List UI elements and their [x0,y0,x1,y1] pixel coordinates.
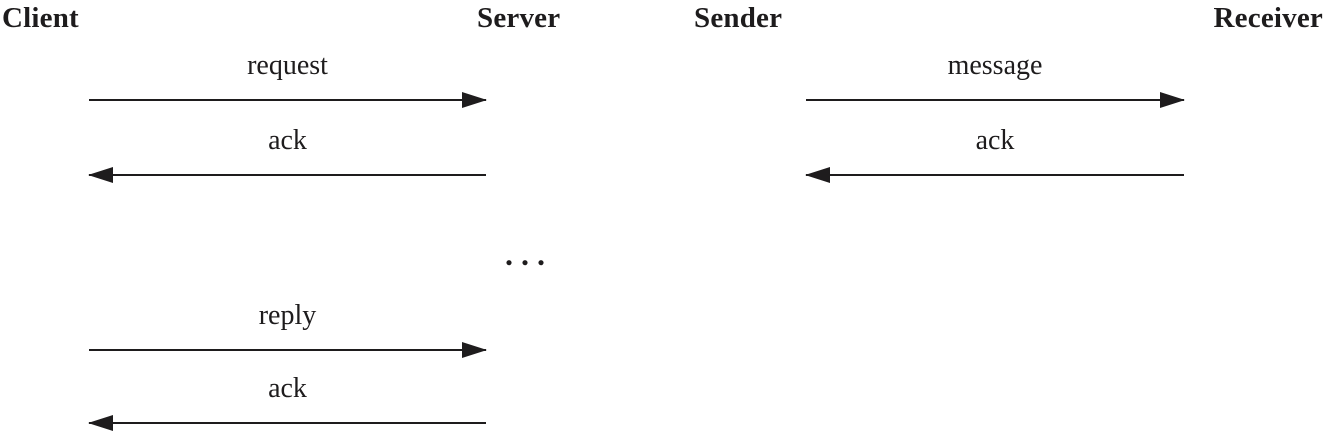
message-reply: reply [88,301,487,358]
arrow-shaft [89,174,486,176]
message-label: request [247,50,328,81]
arrowhead-right-icon [462,92,487,108]
message-ack-1: ack [88,126,487,183]
arrow-right [88,342,487,358]
arrowhead-right-icon [462,342,487,358]
actor-label-client: Client [2,2,79,34]
message-request: request [88,51,487,108]
message-ack: ack [805,126,1185,183]
arrowhead-right-icon [1160,92,1185,108]
arrow-right [805,92,1185,108]
arrow-shaft [89,422,486,424]
arrow-right [88,92,487,108]
message-label: message [947,50,1043,81]
arrow-shaft [89,349,486,351]
message-label: ack [975,125,1015,156]
panel-client-server: Client Server request ack ... reply [0,0,600,433]
arrowhead-left-icon [88,167,113,183]
arrow-left [88,167,487,183]
ellipsis-dots: ... [505,236,553,272]
message-label: ack [268,373,307,404]
arrow-left [88,415,487,431]
arrow-shaft [806,99,1184,101]
actor-label-sender: Sender [694,2,783,34]
message-label: reply [258,300,317,331]
arrow-left [805,167,1185,183]
arrow-shaft [806,174,1184,176]
actor-label-server: Server [477,2,561,34]
panel-sender-receiver: Sender Receiver message ack [650,0,1325,433]
message-ack-2: ack [88,374,487,431]
message-label: ack [268,125,307,156]
arrowhead-left-icon [805,167,830,183]
arrowhead-left-icon [88,415,113,431]
arrow-shaft [89,99,486,101]
message-message: message [805,51,1185,108]
actor-label-receiver: Receiver [1213,2,1323,34]
